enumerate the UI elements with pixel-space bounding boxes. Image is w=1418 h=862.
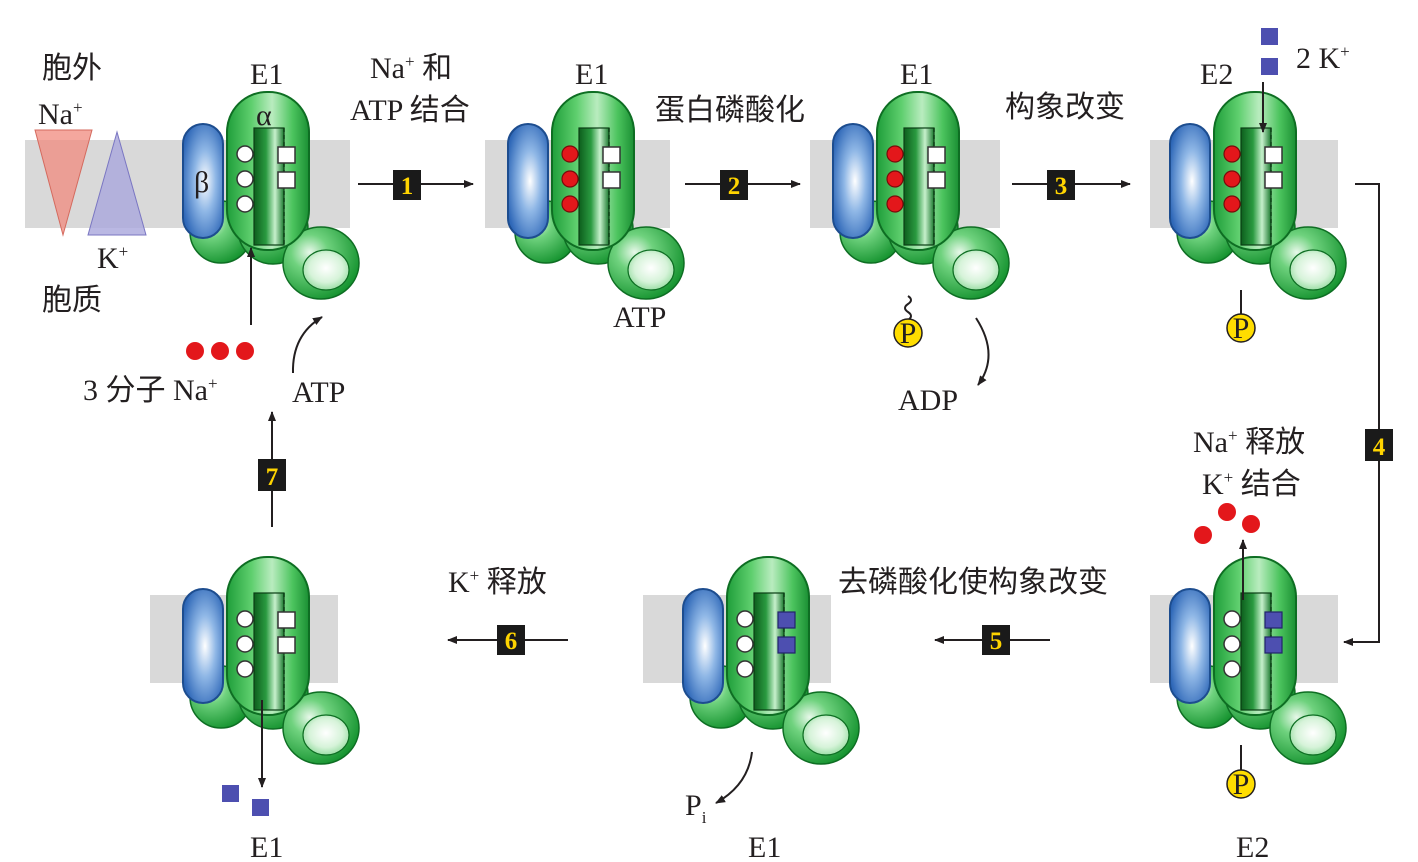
pi-label: Pi	[685, 789, 707, 827]
beta-subunit-label: β	[194, 166, 209, 199]
adp-label: ADP	[898, 384, 958, 417]
phosphate-linker	[904, 295, 912, 321]
k-count-label: 2 K+	[1296, 42, 1350, 75]
sodium-ion	[211, 342, 229, 360]
step-7-number: 7	[266, 464, 279, 491]
alpha-subunit-label: α	[256, 99, 272, 132]
potassium-ion	[1261, 28, 1278, 45]
step-3-number: 3	[1055, 173, 1068, 200]
step-2-number: 2	[728, 173, 741, 200]
atp-bound-label: ATP	[613, 301, 666, 334]
sodium-ions-released	[1194, 503, 1260, 544]
step-4-label-line2: K+ 结合	[1202, 468, 1301, 501]
phosphate-label: P	[1233, 768, 1250, 801]
step-4-label-line1: Na+ 释放	[1193, 426, 1305, 459]
step-1-badge	[393, 170, 421, 200]
phosphate-group	[893, 318, 923, 348]
phosphate-label: P	[1233, 312, 1250, 345]
step-4-number: 4	[1373, 434, 1386, 461]
sodium-ion	[1218, 503, 1236, 521]
step-1-number: 1	[401, 173, 414, 200]
concentration-gradient: Na+ K+	[34, 98, 147, 275]
state-label-1: E1	[250, 58, 283, 91]
phosphate-label: P	[900, 317, 917, 350]
potassium-ions-outside	[1261, 28, 1278, 75]
step-3-badge	[1047, 170, 1075, 200]
step-6-number: 6	[505, 628, 518, 655]
sodium-ion	[1242, 515, 1260, 533]
step-5-badge	[982, 625, 1010, 655]
step-2-label: 蛋白磷酸化	[655, 94, 805, 127]
na-gradient-label: Na+	[38, 98, 83, 131]
cytoplasm-label: 胞质	[42, 284, 102, 317]
k-gradient-label: K+	[97, 242, 128, 275]
potassium-ion	[1261, 58, 1278, 75]
state-label-2: E1	[575, 58, 608, 91]
k-gradient-triangle	[87, 130, 147, 236]
step-4-badge	[1365, 429, 1393, 461]
sodium-ion	[236, 342, 254, 360]
atp-entry-arrow	[291, 316, 323, 374]
step-6-badge	[497, 625, 525, 655]
step-1-label-line1: Na+ 和	[370, 52, 452, 85]
pump-state-6	[682, 556, 860, 765]
state-label-6: E1	[748, 831, 781, 862]
step-1-label-line2: ATP 结合	[350, 94, 470, 127]
na-count-label: 3 分子 Na+	[83, 374, 218, 407]
state-label-4: E2	[1200, 58, 1233, 91]
step-4-arrow	[1343, 183, 1380, 646]
sodium-ion	[1194, 526, 1212, 544]
potassium-ions-released	[222, 785, 269, 816]
step-6-label: K+ 释放	[448, 566, 547, 599]
step-7-badge	[258, 459, 286, 491]
potassium-ion	[222, 785, 239, 802]
phosphate-group	[1226, 313, 1256, 343]
step-3-label: 构象改变	[1005, 91, 1125, 124]
na-gradient-triangle	[34, 129, 93, 237]
pi-exit-arrow	[715, 751, 753, 804]
sodium-ions-cytoplasm	[186, 342, 254, 360]
sodium-ion	[186, 342, 204, 360]
extracellular-label: 胞外	[42, 52, 102, 85]
step-5-label: 去磷酸化使构象改变	[838, 566, 1108, 599]
adp-exit-arrow	[975, 317, 990, 386]
phosphate-group	[1226, 769, 1256, 799]
pump-state-1: α β	[182, 91, 360, 300]
step-2-badge	[720, 170, 748, 200]
step-5-number: 5	[990, 628, 1003, 655]
state-label-3: E1	[900, 58, 933, 91]
state-label-5: E2	[1236, 831, 1269, 862]
atp-label: ATP	[292, 376, 345, 409]
state-label-7: E1	[250, 831, 283, 862]
potassium-ion	[252, 799, 269, 816]
